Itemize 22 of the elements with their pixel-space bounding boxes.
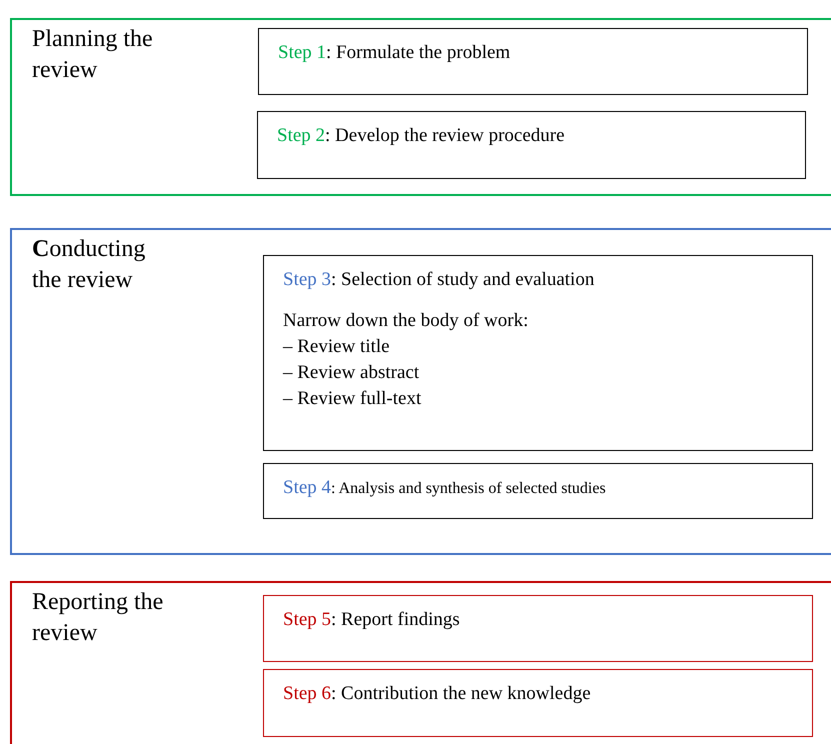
phase-heading: Reporting the review — [32, 588, 164, 648]
step-box — [263, 255, 813, 451]
phase-panel — [10, 228, 831, 555]
phase-panel — [10, 581, 831, 744]
step-box — [263, 595, 813, 662]
step-title: Step 6: Contribution the new knowledge — [283, 682, 592, 706]
phase-panel — [10, 18, 831, 196]
step-box — [263, 463, 813, 519]
step-title: Step 1: Formulate the problem — [278, 41, 512, 65]
body-text: Narrow down the body of work: — [283, 308, 530, 333]
phase-heading: Planning the review — [32, 25, 154, 85]
step-title: Step 2: Develop the review procedure — [277, 124, 566, 148]
list-item: – Review title — [283, 334, 391, 359]
step-box — [257, 111, 806, 179]
step-title: Step 3: Selection of study and evaluation — [283, 268, 596, 292]
step-box — [263, 669, 813, 737]
phase-heading: Conducting the review — [32, 235, 146, 295]
list-item: – Review abstract — [283, 360, 420, 385]
step-box — [258, 28, 808, 95]
list-item: – Review full-text — [283, 386, 422, 411]
step-title: Step 4: Analysis and synthesis of selected studies — [283, 476, 607, 500]
step-title: Step 5: Report findings — [283, 608, 461, 632]
